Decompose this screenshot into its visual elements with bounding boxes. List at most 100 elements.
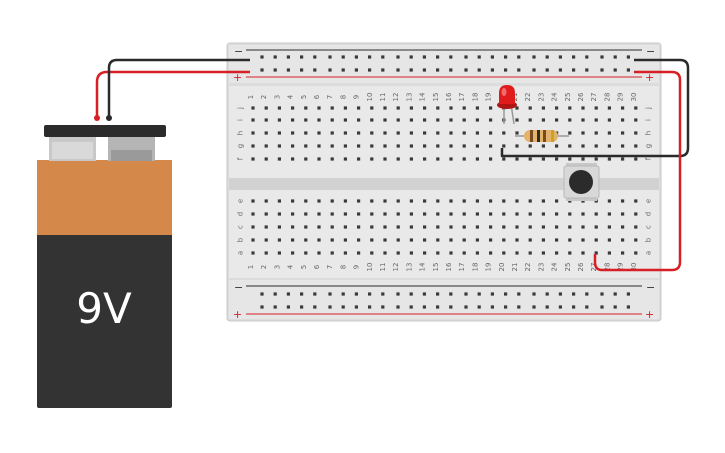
terminal-hole[interactable] [475, 212, 479, 216]
rail-hole[interactable] [585, 305, 589, 309]
terminal-hole[interactable] [436, 199, 440, 203]
terminal-hole[interactable] [383, 225, 387, 229]
terminal-hole[interactable] [436, 225, 440, 229]
terminal-hole[interactable] [568, 144, 572, 148]
rail-hole[interactable] [517, 292, 521, 296]
terminal-hole[interactable] [462, 144, 466, 148]
terminal-hole[interactable] [370, 118, 374, 122]
terminal-hole[interactable] [330, 199, 334, 203]
rail-hole[interactable] [572, 292, 576, 296]
terminal-hole[interactable] [607, 199, 611, 203]
terminal-hole[interactable] [568, 106, 572, 110]
terminal-hole[interactable] [528, 106, 532, 110]
terminal-hole[interactable] [409, 157, 413, 161]
terminal-hole[interactable] [357, 144, 361, 148]
terminal-hole[interactable] [330, 238, 334, 242]
terminal-hole[interactable] [423, 131, 427, 135]
terminal-hole[interactable] [502, 238, 506, 242]
rail-hole[interactable] [436, 292, 440, 296]
rail-hole[interactable] [354, 292, 358, 296]
terminal-hole[interactable] [528, 199, 532, 203]
terminal-hole[interactable] [291, 199, 295, 203]
rail-hole[interactable] [273, 292, 277, 296]
terminal-hole[interactable] [383, 157, 387, 161]
terminal-hole[interactable] [449, 212, 453, 216]
terminal-hole[interactable] [343, 157, 347, 161]
terminal-hole[interactable] [449, 225, 453, 229]
rail-hole[interactable] [409, 68, 413, 72]
terminal-hole[interactable] [515, 106, 519, 110]
terminal-hole[interactable] [251, 118, 255, 122]
terminal-hole[interactable] [581, 118, 585, 122]
terminal-hole[interactable] [396, 106, 400, 110]
terminal-hole[interactable] [489, 118, 493, 122]
terminal-hole[interactable] [634, 106, 638, 110]
terminal-hole[interactable] [383, 212, 387, 216]
rail-hole[interactable] [436, 55, 440, 59]
terminal-hole[interactable] [462, 212, 466, 216]
terminal-hole[interactable] [634, 118, 638, 122]
terminal-hole[interactable] [475, 131, 479, 135]
terminal-hole[interactable] [528, 157, 532, 161]
terminal-hole[interactable] [304, 106, 308, 110]
terminal-hole[interactable] [343, 118, 347, 122]
rail-hole[interactable] [436, 68, 440, 72]
terminal-hole[interactable] [541, 199, 545, 203]
terminal-hole[interactable] [436, 251, 440, 255]
rail-hole[interactable] [341, 55, 345, 59]
rail-hole[interactable] [260, 68, 264, 72]
terminal-hole[interactable] [330, 131, 334, 135]
terminal-hole[interactable] [475, 144, 479, 148]
terminal-hole[interactable] [568, 131, 572, 135]
rail-hole[interactable] [477, 55, 481, 59]
terminal-hole[interactable] [370, 131, 374, 135]
terminal-hole[interactable] [528, 212, 532, 216]
terminal-hole[interactable] [607, 131, 611, 135]
rail-hole[interactable] [354, 68, 358, 72]
rail-hole[interactable] [328, 55, 332, 59]
terminal-hole[interactable] [317, 238, 321, 242]
terminal-hole[interactable] [462, 251, 466, 255]
terminal-hole[interactable] [277, 199, 281, 203]
rail-hole[interactable] [368, 68, 372, 72]
rail-hole[interactable] [477, 292, 481, 296]
terminal-hole[interactable] [436, 144, 440, 148]
rail-hole[interactable] [354, 55, 358, 59]
terminal-hole[interactable] [621, 144, 625, 148]
rail-hole[interactable] [381, 292, 385, 296]
terminal-hole[interactable] [383, 131, 387, 135]
terminal-hole[interactable] [475, 225, 479, 229]
terminal-hole[interactable] [634, 212, 638, 216]
terminal-hole[interactable] [634, 251, 638, 255]
terminal-hole[interactable] [449, 131, 453, 135]
terminal-hole[interactable] [423, 199, 427, 203]
terminal-hole[interactable] [383, 238, 387, 242]
terminal-hole[interactable] [541, 157, 545, 161]
terminal-hole[interactable] [291, 251, 295, 255]
terminal-hole[interactable] [462, 118, 466, 122]
terminal-hole[interactable] [621, 118, 625, 122]
rail-hole[interactable] [490, 305, 494, 309]
rail-hole[interactable] [464, 305, 468, 309]
terminal-hole[interactable] [541, 106, 545, 110]
terminal-hole[interactable] [475, 118, 479, 122]
rail-hole[interactable] [464, 68, 468, 72]
terminal-hole[interactable] [634, 157, 638, 161]
rail-hole[interactable] [449, 292, 453, 296]
terminal-hole[interactable] [343, 238, 347, 242]
terminal-hole[interactable] [634, 199, 638, 203]
rail-hole[interactable] [286, 68, 290, 72]
terminal-hole[interactable] [396, 118, 400, 122]
rail-hole[interactable] [600, 292, 604, 296]
rail-hole[interactable] [449, 68, 453, 72]
terminal-hole[interactable] [409, 238, 413, 242]
terminal-hole[interactable] [370, 225, 374, 229]
rail-hole[interactable] [328, 305, 332, 309]
terminal-hole[interactable] [291, 118, 295, 122]
terminal-hole[interactable] [330, 144, 334, 148]
terminal-hole[interactable] [555, 199, 559, 203]
terminal-hole[interactable] [502, 144, 506, 148]
terminal-hole[interactable] [594, 157, 598, 161]
terminal-hole[interactable] [383, 144, 387, 148]
rail-hole[interactable] [300, 55, 304, 59]
